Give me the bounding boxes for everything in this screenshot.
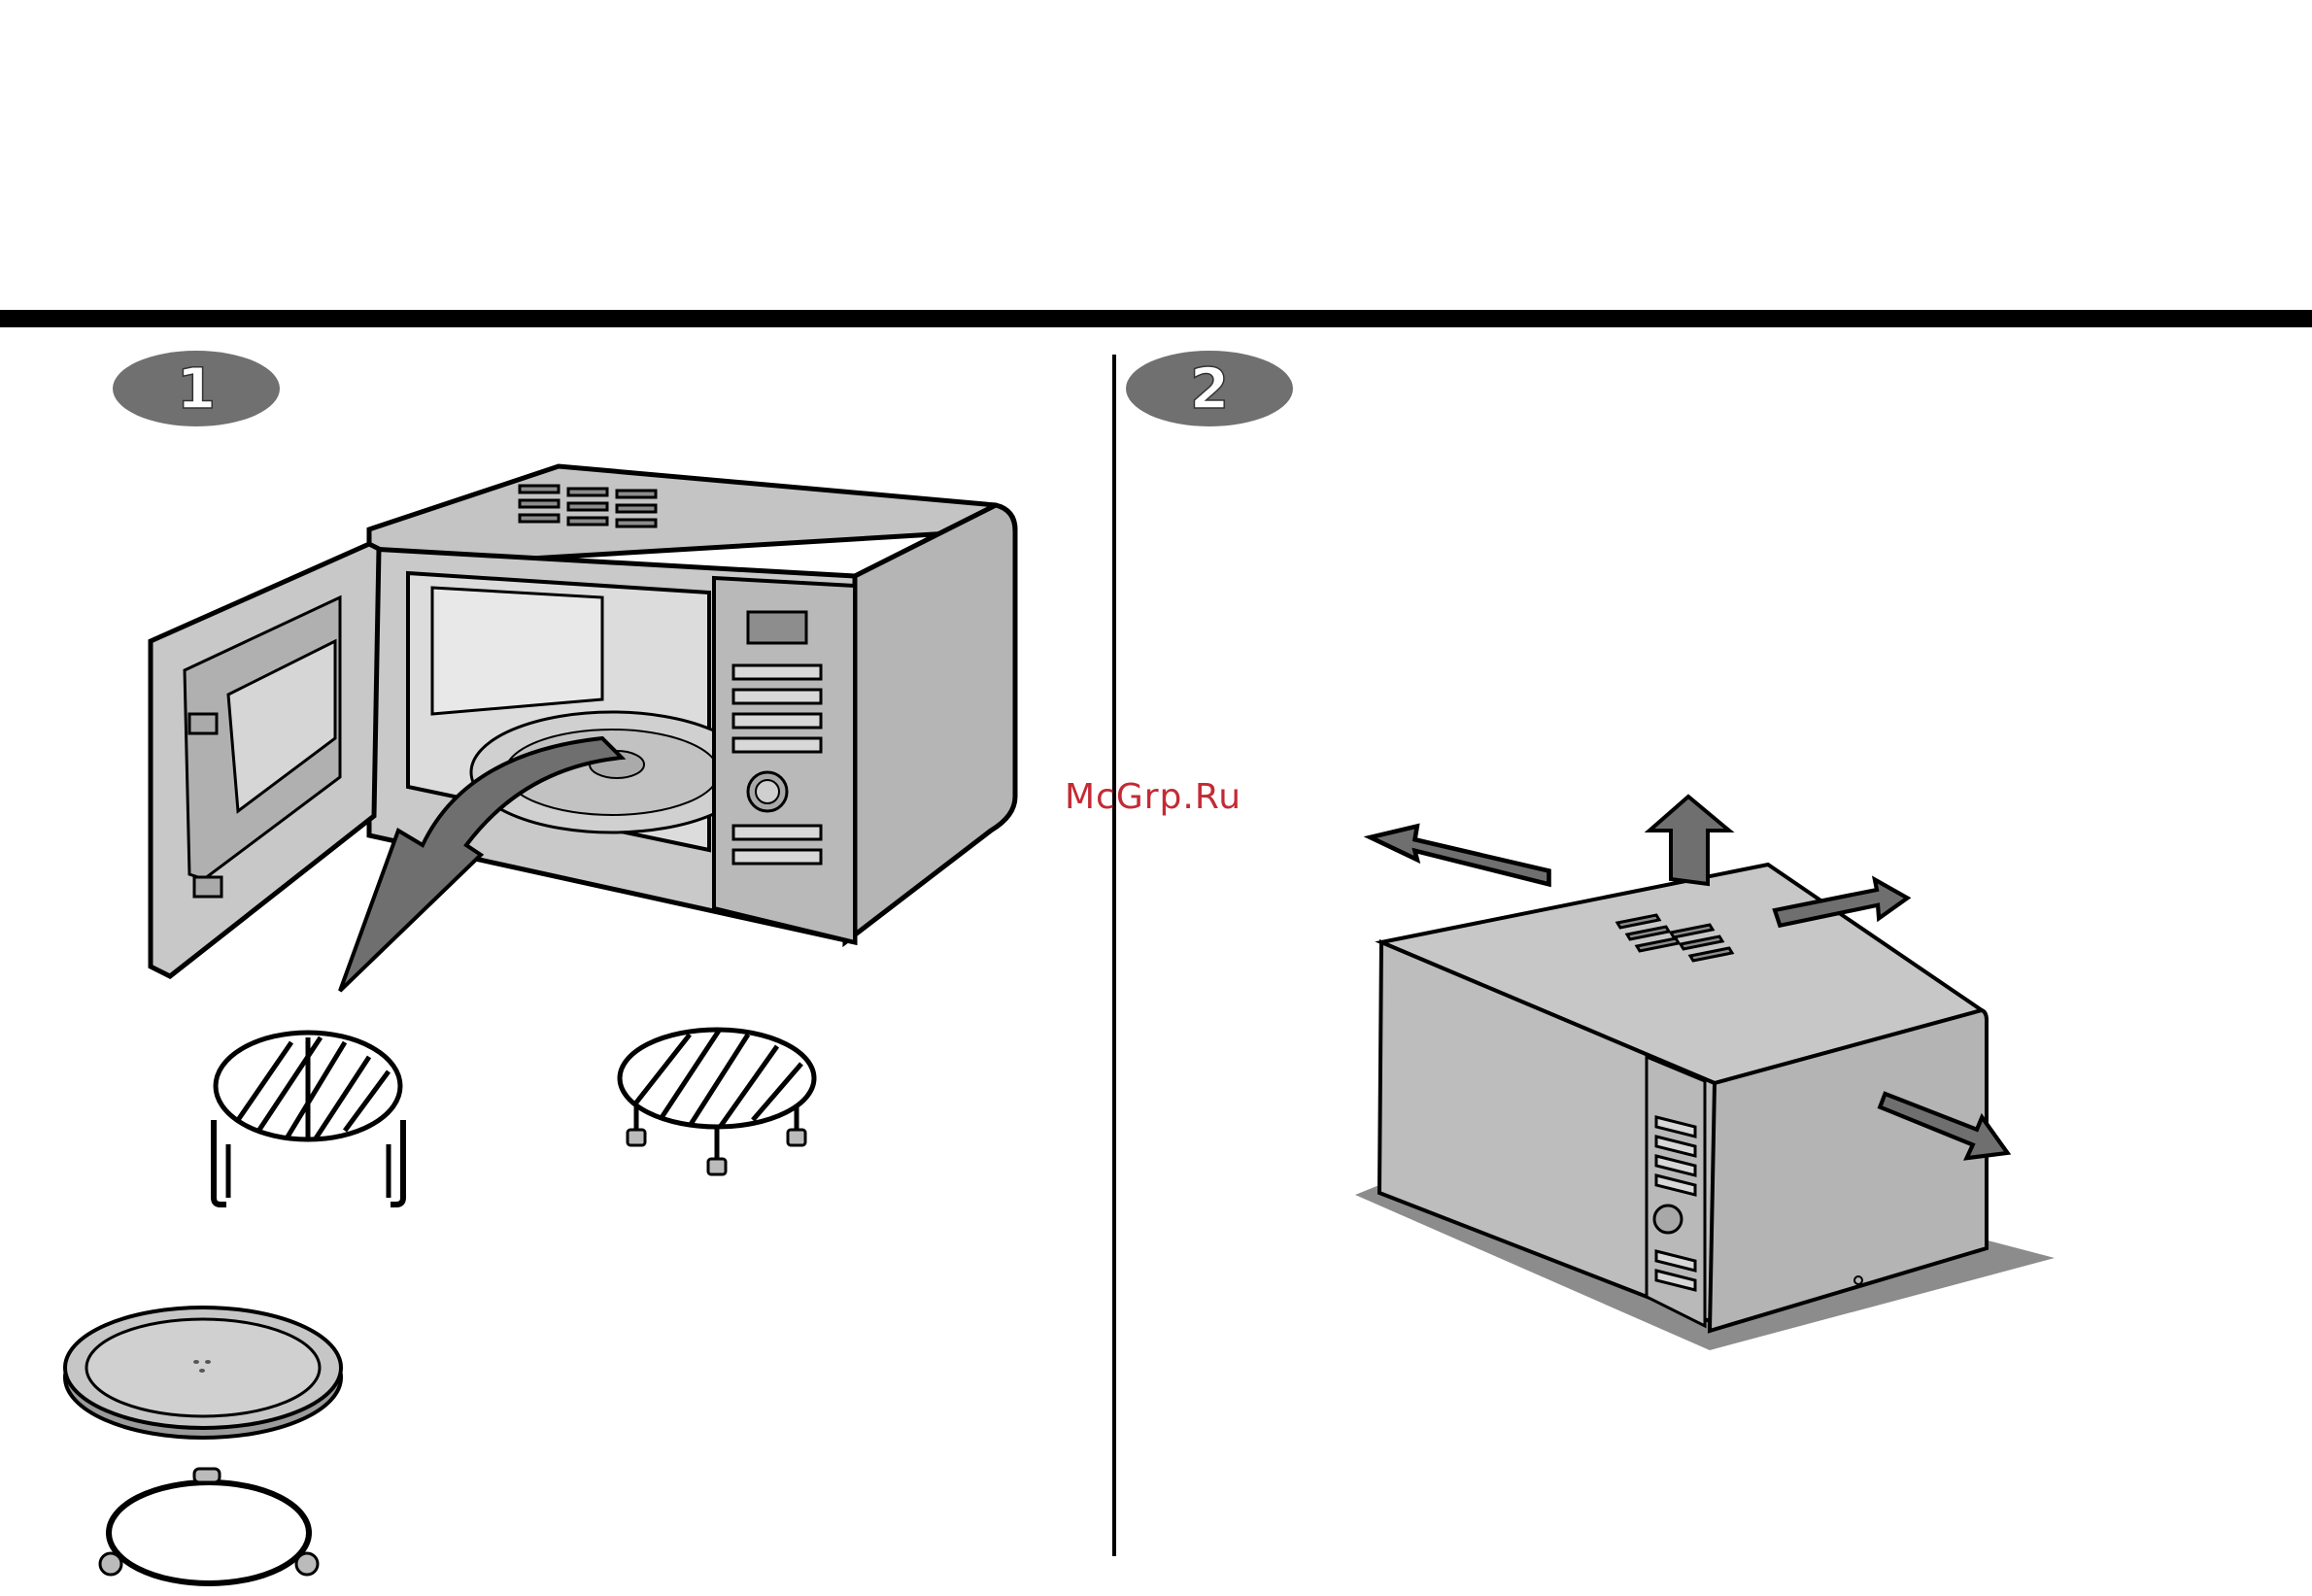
column-divider (1112, 355, 1116, 1556)
step-2-badge: 2 (1125, 350, 1294, 427)
step-2-number: 2 (1190, 356, 1229, 422)
high-rack-illustration (602, 1025, 826, 1180)
closed-microwave-clearance-illustration (1350, 787, 2069, 1360)
low-rack-illustration (199, 1028, 418, 1207)
watermark: McGrp.Ru (1065, 777, 1241, 817)
roller-ring-illustration (97, 1467, 321, 1588)
step-1-badge: 1 (112, 350, 281, 427)
step-1-number: 1 (177, 356, 216, 422)
glass-tray-illustration (60, 1302, 347, 1443)
header-rule (0, 310, 2312, 327)
open-microwave-illustration (146, 461, 1020, 996)
